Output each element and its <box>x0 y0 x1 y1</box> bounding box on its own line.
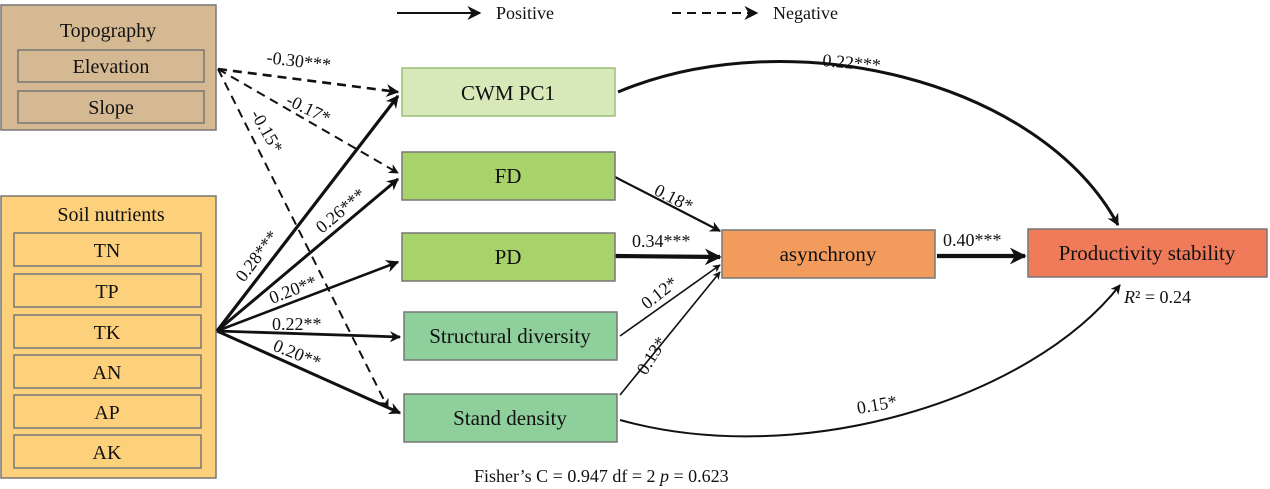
topography-group: Topography Elevation Slope <box>0 4 217 131</box>
pd-box <box>401 232 616 282</box>
arrow-fd-asyn <box>614 176 721 232</box>
coef-topo-cwm: -0.30*** <box>266 47 332 75</box>
soil-nutrients-group: Soil nutrients TN TP TK AN AP AK <box>0 195 217 479</box>
arrow-soil-sdiv <box>216 329 402 343</box>
arrow-pd-asyn <box>614 248 722 266</box>
fd-box <box>401 151 616 201</box>
r2-label: R² = 0.24 <box>1123 287 1191 307</box>
cwm-label: CWM PC1 <box>461 81 555 105</box>
arrow-cwm-prod <box>617 60 1120 227</box>
coef-cwm-prod: 0.22*** <box>822 50 882 75</box>
tn-box <box>13 232 202 267</box>
asyn-label: asynchrony <box>780 242 877 266</box>
legend-negative-label: Negative <box>773 3 838 23</box>
sden-label: Stand density <box>453 406 567 430</box>
arrow-soil-cwm <box>215 94 400 332</box>
cwm-box <box>401 67 616 117</box>
ak-label: AK <box>93 442 122 464</box>
sdiv-label: Structural diversity <box>429 324 591 348</box>
coef-fd-asyn: 0.18* <box>651 180 696 216</box>
prod-label: Productivity stability <box>1059 241 1236 265</box>
arrow-soil-pd <box>216 260 400 333</box>
ak-box <box>13 434 202 469</box>
arrow-sden-prod <box>619 284 1121 438</box>
prod-box <box>1027 228 1268 278</box>
slope-label: Slope <box>88 97 134 119</box>
tn-label: TN <box>94 240 121 262</box>
slope-box <box>17 90 205 124</box>
sden-box <box>403 393 618 443</box>
pd-label: PD <box>495 245 522 269</box>
elevation-label: Elevation <box>73 56 150 78</box>
arrow-soil-sden <box>216 329 402 415</box>
coef-soil-sdiv: 0.22** <box>272 314 322 334</box>
elevation-box <box>17 49 205 83</box>
ap-box <box>13 394 202 429</box>
legend-positive-label: Positive <box>496 3 554 23</box>
tp-box <box>13 273 202 308</box>
topography-title: Topography <box>60 20 156 42</box>
arrow-topo-cwm <box>217 67 400 97</box>
arrow-sdiv-asyn <box>619 264 721 337</box>
an-box <box>13 354 202 389</box>
legend: Positive Negative <box>397 3 838 23</box>
tk-box <box>13 314 202 349</box>
tp-label: TP <box>95 281 118 303</box>
coef-pd-asyn: 0.34*** <box>632 231 691 251</box>
coef-topo-sden: -0.15* <box>247 106 288 156</box>
fit-statistics: Fisher’s C = 0.947 df = 2 p = 0.623 <box>474 466 729 486</box>
path-arrows <box>215 60 1121 438</box>
arrow-topo-sden <box>217 68 389 409</box>
soil-title: Soil nutrients <box>57 204 164 226</box>
fd-label: FD <box>495 164 522 188</box>
arrow-sden-asyn <box>619 271 721 396</box>
asyn-box <box>721 229 936 279</box>
sdiv-box <box>403 311 618 361</box>
middle-nodes: CWM PC1 FD PD Structural diversity Stand… <box>401 67 1268 443</box>
ap-label: AP <box>94 402 120 424</box>
arrow-topo-fd <box>217 68 399 174</box>
coef-asyn-prod: 0.40*** <box>943 230 1002 250</box>
arrow-soil-fd <box>216 177 399 333</box>
an-label: AN <box>93 362 122 384</box>
tk-label: TK <box>94 322 121 344</box>
coef-sdiv-asyn: 0.12* <box>637 272 681 313</box>
coef-sden-prod: 0.15* <box>855 391 898 418</box>
